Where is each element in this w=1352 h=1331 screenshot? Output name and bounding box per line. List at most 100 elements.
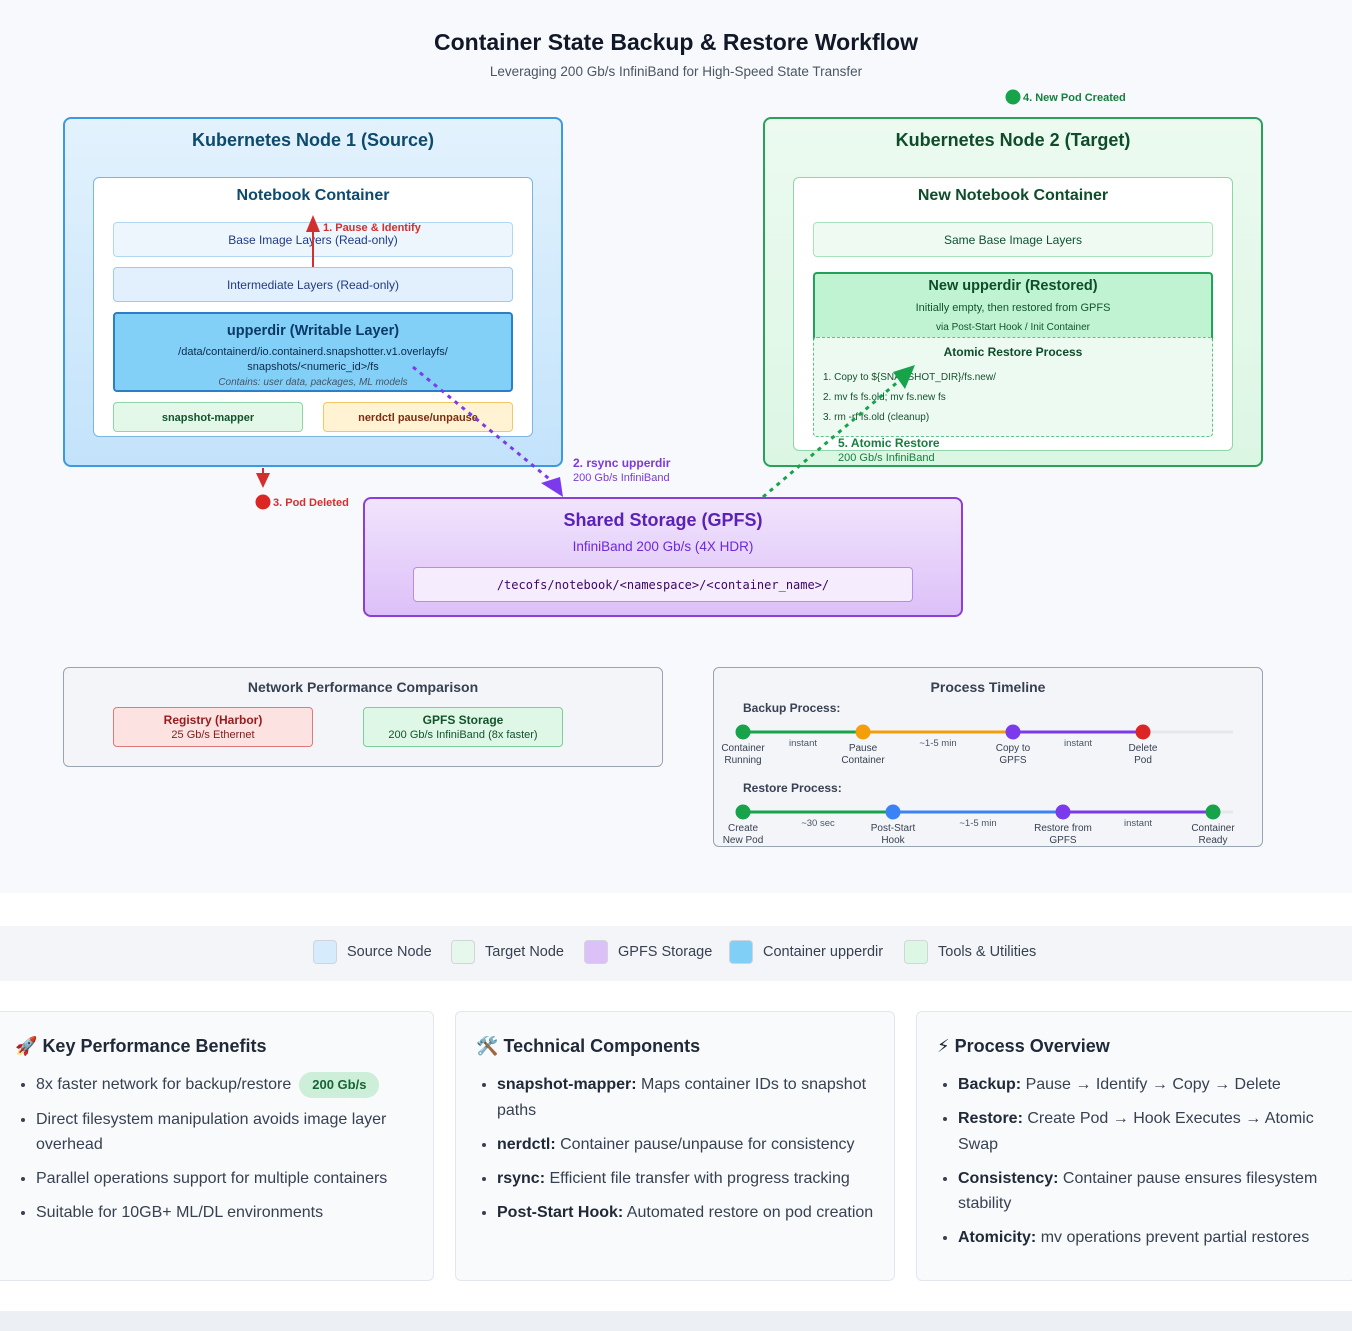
list-item: Parallel operations support for multiple… bbox=[36, 1166, 419, 1192]
item-key: snapshot-mapper: bbox=[497, 1076, 637, 1093]
legend-swatch bbox=[584, 940, 608, 964]
upperdir-title: upperdir (Writable Layer) bbox=[226, 323, 400, 339]
legend-label: Container upperdir bbox=[763, 944, 884, 960]
step-5-label: 5. Atomic Restore bbox=[838, 436, 940, 450]
process-timeline-panel bbox=[713, 667, 1263, 847]
list-item: Direct filesystem manipulation avoids im… bbox=[36, 1107, 419, 1158]
upperdir-writable-layer bbox=[113, 312, 513, 392]
restore-milestone-dot bbox=[1205, 804, 1221, 820]
key-performance-benefits-card: 🚀 Key Performance Benefits 8x faster net… bbox=[0, 1011, 434, 1281]
new-upperdir-description: Initially empty, then restored from GPFS bbox=[915, 302, 1111, 314]
legend-item: GPFS Storage bbox=[584, 940, 712, 964]
backup-milestone-dot bbox=[1135, 724, 1151, 740]
process-timeline-title: Process Timeline bbox=[930, 679, 1046, 695]
list-item: rsync: Efficient file transfer with prog… bbox=[497, 1166, 880, 1192]
registry-harbor-box bbox=[113, 707, 313, 747]
restore-step-2: 2. mv fs fs.old; mv fs.new fs bbox=[823, 392, 946, 403]
process-overview-card: ⚡ Process Overview Backup: Pause → Ident… bbox=[916, 1011, 1352, 1281]
legend-item: Container upperdir bbox=[729, 940, 883, 964]
step-2-sublabel: 200 Gb/s InfiniBand bbox=[573, 472, 670, 484]
item-value: Efficient file transfer with progress tr… bbox=[549, 1169, 850, 1187]
restore-milestone-label: Container Ready bbox=[1191, 823, 1235, 846]
upperdir-path-line2: snapshots/<numeric_id>/fs bbox=[247, 361, 379, 373]
technical-components-card: 🛠️ Technical Components snapshot-mapper:… bbox=[455, 1011, 895, 1281]
item-key: Consistency: bbox=[958, 1169, 1059, 1187]
rsync-arrow-line bbox=[412, 365, 554, 484]
backup-milestone-label: Pause Container bbox=[841, 743, 885, 766]
legend-label: Source Node bbox=[347, 944, 432, 960]
list-item: Suitable for 10GB+ ML/DL environments bbox=[36, 1200, 419, 1226]
storage-title: Shared Storage (GPFS) bbox=[563, 510, 763, 530]
step-1-label: 1. Pause & Identify bbox=[323, 222, 421, 234]
step-3-label: 3. Pod Deleted bbox=[273, 497, 349, 509]
item-value: Create Pod → Hook Executes → Atomic Swap bbox=[958, 1110, 1314, 1153]
restore-duration: ~1-5 min bbox=[959, 818, 997, 829]
list-item: Post-Start Hook: Automated restore on po… bbox=[497, 1200, 880, 1226]
tools-icon: 🛠️ bbox=[476, 1036, 499, 1056]
benefits-card-title: 🚀 Key Performance Benefits bbox=[15, 1036, 267, 1057]
legend-item: Target Node bbox=[451, 940, 564, 964]
backup-process-label: Backup Process: bbox=[743, 701, 841, 715]
list-item: snapshot-mapper: Maps container IDs to s… bbox=[497, 1072, 880, 1123]
legend-item: Source Node bbox=[313, 940, 432, 964]
item-value: Automated restore on pod creation bbox=[626, 1203, 874, 1221]
backup-milestone-label: Container Running bbox=[721, 743, 765, 766]
storage-subtitle: InfiniBand 200 Gb/s (4X HDR) bbox=[572, 539, 754, 554]
item-value: Pause → Identify → Copy → Delete bbox=[1025, 1076, 1281, 1093]
overview-title-text: Process Overview bbox=[954, 1036, 1110, 1056]
legend-bar bbox=[0, 926, 1352, 981]
new-upperdir-hook-note: via Post-Start Hook / Init Container bbox=[936, 322, 1090, 333]
upperdir-contents: Contains: user data, packages, ML models bbox=[218, 377, 408, 388]
item-key: Restore: bbox=[958, 1110, 1023, 1127]
registry-title: Registry (Harbor) bbox=[163, 713, 263, 727]
intermediate-layers: Intermediate Layers (Read-only) bbox=[113, 267, 513, 302]
list-item: Consistency: Container pause ensures fil… bbox=[958, 1166, 1341, 1217]
item-value: Container pause/unpause for consistency bbox=[560, 1135, 855, 1153]
source-node-title: Kubernetes Node 1 (Source) bbox=[191, 130, 435, 150]
restore-duration: ~30 sec bbox=[801, 818, 835, 829]
backup-duration: ~1-5 min bbox=[919, 738, 957, 749]
bottom-strip bbox=[0, 1311, 1352, 1331]
snapshot-mapper-tool: snapshot-mapper bbox=[113, 402, 303, 432]
item-key: Post-Start Hook: bbox=[497, 1203, 624, 1221]
registry-speed: 25 Gb/s Ethernet bbox=[171, 729, 255, 741]
gpfs-storage-box bbox=[363, 707, 563, 747]
notebook-container-title: Notebook Container bbox=[236, 187, 390, 204]
restore-milestone-label: Restore from GPFS bbox=[1034, 823, 1092, 846]
benefits-title-text: Key Performance Benefits bbox=[42, 1036, 267, 1056]
storage-path: /tecofs/notebook/<namespace>/<container_… bbox=[413, 567, 913, 602]
speed-badge: 200 Gb/s bbox=[299, 1072, 380, 1098]
list-item: Restore: Create Pod → Hook Executes → At… bbox=[958, 1106, 1341, 1157]
restore-milestone-label: Post-Start Hook bbox=[870, 823, 916, 846]
restore-step-3: 3. rm -rf fs.old (cleanup) bbox=[823, 412, 930, 423]
same-base-image-layers: Same Base Image Layers bbox=[813, 222, 1213, 257]
step-4-label: 4. New Pod Created bbox=[1023, 92, 1126, 104]
overview-list: Backup: Pause → Identify → Copy → Delete… bbox=[937, 1072, 1341, 1259]
benefit-text: 8x faster network for backup/restore bbox=[36, 1076, 292, 1093]
components-title-text: Technical Components bbox=[503, 1036, 701, 1056]
legend-label: Target Node bbox=[485, 944, 564, 960]
legend-swatch bbox=[451, 940, 475, 964]
backup-milestone-label: Copy to GPFS bbox=[995, 743, 1031, 766]
rocket-icon: 🚀 bbox=[15, 1036, 38, 1056]
backup-duration: instant bbox=[789, 738, 817, 749]
rsync-arrowhead bbox=[541, 477, 563, 497]
legend-label: Tools & Utilities bbox=[938, 944, 1037, 960]
step-2-label: 2. rsync upperdir bbox=[573, 456, 671, 470]
item-value: mv operations prevent partial restores bbox=[1040, 1229, 1310, 1246]
legend-swatch bbox=[313, 940, 337, 964]
restore-milestone-dot bbox=[885, 804, 901, 820]
atomic-restore-title: Atomic Restore Process bbox=[943, 345, 1083, 359]
new-notebook-container-title: New Notebook Container bbox=[917, 187, 1109, 204]
page-title: Container State Backup & Restore Workflo… bbox=[434, 29, 918, 55]
pod-deleted-dot bbox=[255, 494, 271, 510]
backup-duration: instant bbox=[1064, 738, 1092, 749]
lightning-icon: ⚡ bbox=[937, 1036, 950, 1056]
gpfs-speed: 200 Gb/s InfiniBand (8x faster) bbox=[388, 729, 538, 741]
restore-duration: instant bbox=[1124, 818, 1152, 829]
benefits-list: 8x faster network for backup/restore 200 … bbox=[15, 1072, 419, 1234]
item-key: Backup: bbox=[958, 1076, 1022, 1093]
workflow-arrows bbox=[255, 89, 1021, 510]
pause-identify-arrowhead bbox=[306, 215, 320, 232]
restore-milestone-label: Create New Pod bbox=[722, 823, 764, 846]
